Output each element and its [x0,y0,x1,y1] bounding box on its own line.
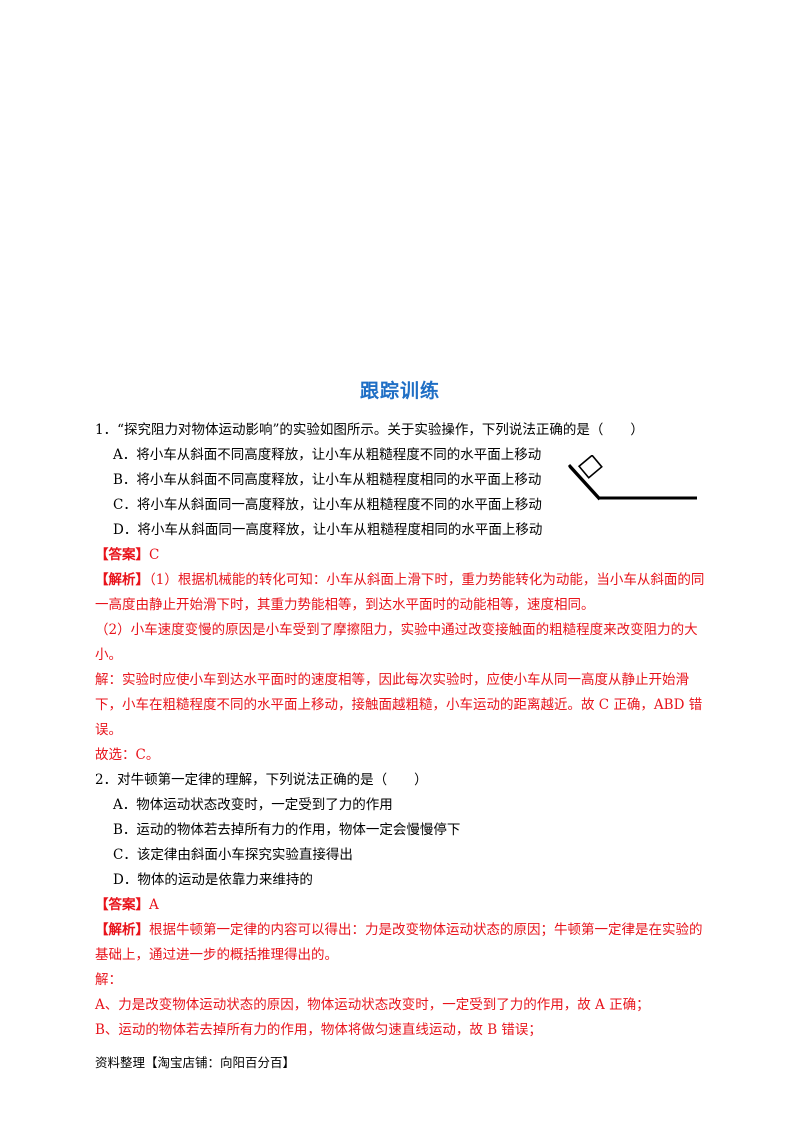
q1-answer: 【答案】C [95,543,707,568]
q2-answer-value: A [149,897,159,913]
q1-option-d: D．将小车从斜面同一高度释放，让小车从粗糙程度相同的水平面上移动 [113,522,543,538]
q2-analysis-1: 【解析】根据牛顿第一定律的内容可以得出：力是改变物体运动状态的原因；牛顿第一定律… [95,918,707,968]
section-title: 跟踪训练 [359,380,440,402]
q1-analysis-1: 【解析】（1）根据机械能的转化可知：小车从斜面上滑下时，重力势能转化为动能，当小… [95,568,707,618]
q2-option-b: B．运动的物体若去掉所有力的作用，物体一定会慢慢停下 [113,822,461,838]
q2-solution-b: B、运动的物体若去掉所有力的作用，物体将做匀速直线运动，故 B 错误； [95,1022,542,1038]
q1-option-a: A．将小车从斜面不同高度释放，让小车从粗糙程度不同的水平面上移动 [113,447,542,463]
q1-choice: 故选：C。 [95,747,160,763]
incline-edge [568,466,600,501]
q2-analysis-tag: 【解析】 [95,922,149,938]
q1-option-b: B．将小车从斜面不同高度释放，让小车从粗糙程度相同的水平面上移动 [113,472,542,488]
q2-answer: 【答案】A [95,893,707,918]
q2-option-a: A．物体运动状态改变时，一定受到了力的作用 [113,797,393,813]
q2-answer-tag: 【答案】 [95,897,149,913]
question-content: 1．“探究阻力对物体运动影响”的实验如图所示。关于实验操作，下列说法正确的是（ … [95,418,707,1043]
q1-answer-tag: 【答案】 [95,547,149,563]
q2-option-d: D．物体的运动是依靠力来维持的 [113,872,313,888]
q1-analysis-2: （2）小车速度变慢的原因是小车受到了摩擦阻力，实验中通过改变接触面的粗糙程度来改… [95,622,698,663]
q1-analysis-tag: 【解析】 [95,572,149,588]
q2-analysis-text-1: 根据牛顿第一定律的内容可以得出：力是改变物体运动状态的原因；牛顿第一定律是在实验… [95,922,703,963]
q2-solution-label: 解： [95,972,122,988]
q2-solution-a: A、力是改变物体运动状态的原因，物体运动状态改变时，一定受到了力的作用，故 A … [95,997,650,1013]
q2-option-c: C．该定律由斜面小车探究实验直接得出 [113,847,353,863]
q1-option-c: C．将小车从斜面同一高度释放，让小车从粗糙程度不同的水平面上移动 [113,497,542,513]
q1-answer-value: C [149,547,160,563]
incline-track [567,463,697,500]
q1-analysis-3: 解：实验时应使小车到达水平面时的速度相等，因此每次实验时，应使小车从同一高度从静… [95,672,703,738]
cart-block [577,455,603,479]
page-footer: 资料整理【淘宝店铺：向阳百分百】 [95,1055,296,1070]
q1-stem: 1．“探究阻力对物体运动影响”的实验如图所示。关于实验操作，下列说法正确的是（ … [95,422,644,438]
q1-analysis-text-1: （1）根据机械能的转化可知：小车从斜面上滑下时，重力势能转化为动能，当小车从斜面… [95,572,705,613]
q2-stem: 2．对牛顿第一定律的理解，下列说法正确的是（ ） [95,772,428,788]
incline-cart-figure [567,455,697,501]
